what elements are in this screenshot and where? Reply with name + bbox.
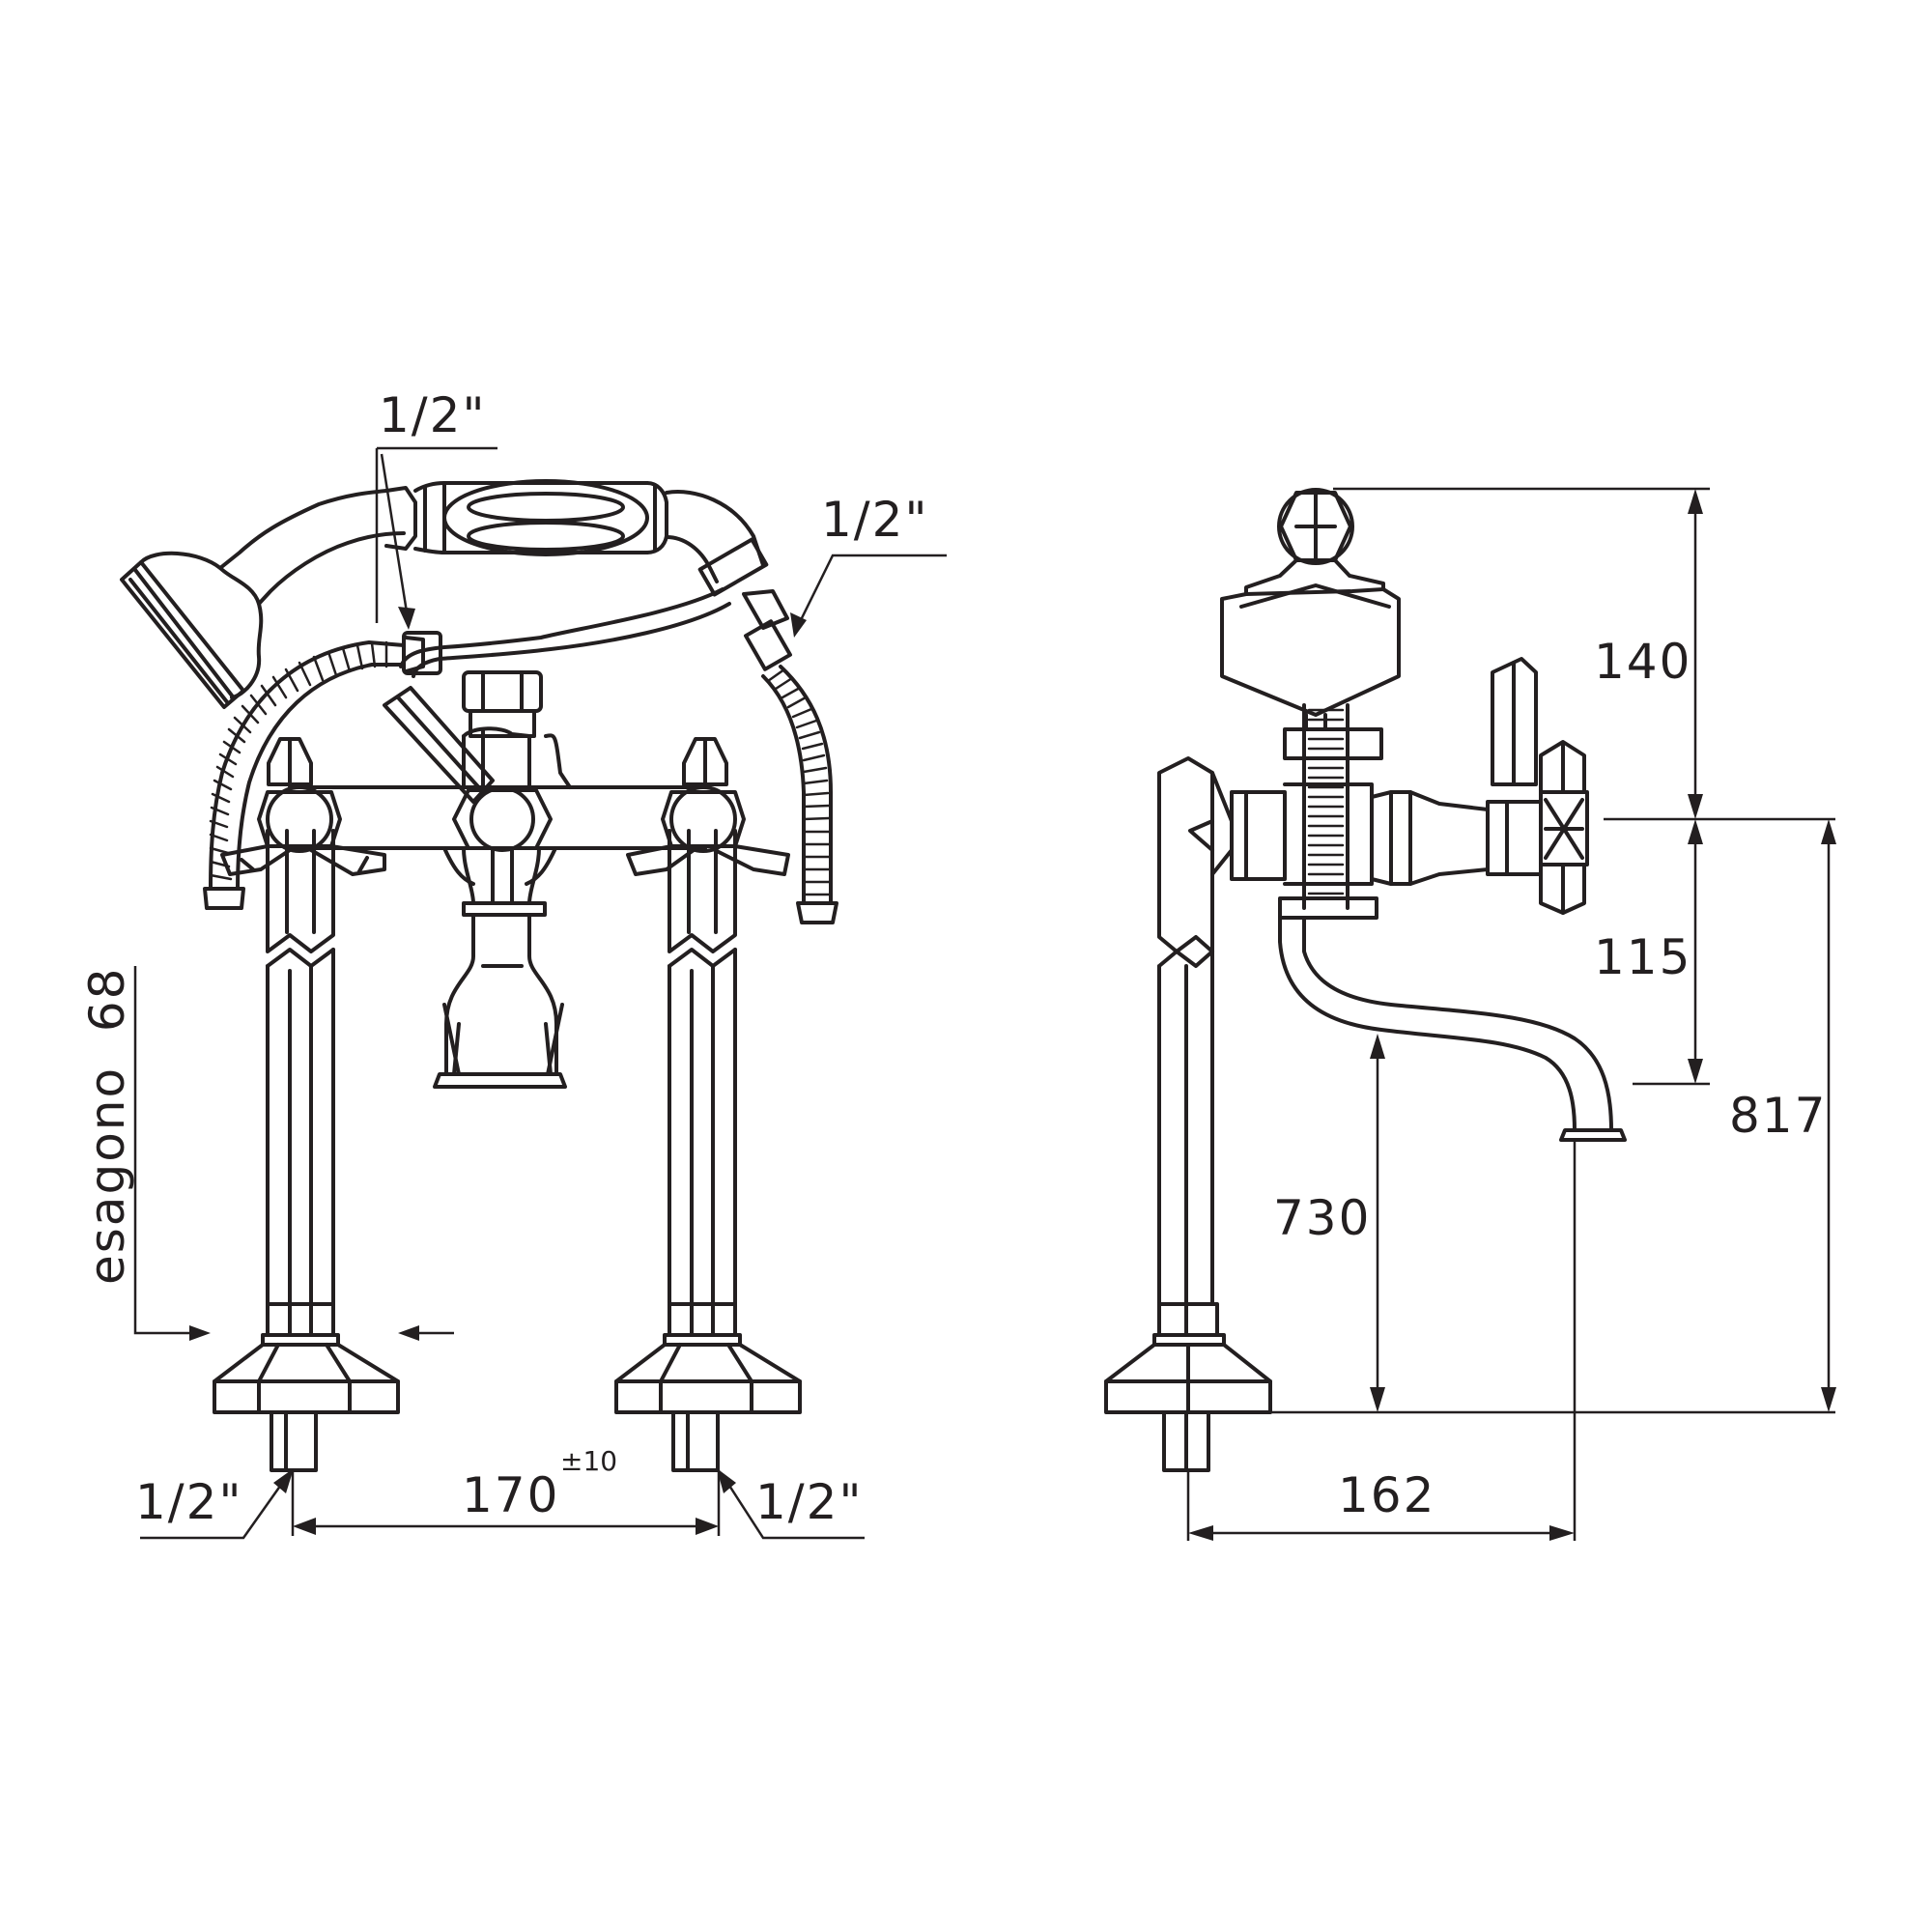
right-hose: [761, 665, 838, 924]
hose-thread-right-leader: [790, 554, 947, 638]
hex-dimension: [133, 966, 454, 1341]
dim-817: [1821, 819, 1836, 1412]
front-view: [120, 446, 947, 1540]
diverter-lever: [383, 686, 553, 852]
dim-162: [1188, 1525, 1575, 1541]
label-hose-thread-right: 1/2": [821, 492, 928, 548]
right-cross-handle: [626, 737, 790, 876]
hose-thread-top-leader: [375, 446, 497, 630]
right-leg: [614, 829, 802, 1472]
left-leg: [213, 829, 400, 1472]
label-centre-distance: 170: [462, 1467, 559, 1523]
hand-shower: [120, 479, 792, 709]
mixer-body: [288, 670, 707, 1089]
label-dim-730: 730: [1273, 1190, 1371, 1246]
inlet-thread-leaders: [140, 1468, 865, 1540]
label-dim-817: 817: [1729, 1088, 1827, 1144]
label-hex-size: esagono 68: [79, 967, 135, 1285]
side-view: [1104, 487, 1836, 1541]
label-centre-distance-tolerance: ±10: [560, 1445, 617, 1477]
label-inlet-thread-left: 1/2": [135, 1474, 242, 1530]
side-dimension-lines: [1186, 487, 1835, 1541]
centre-distance-dimension: [291, 1470, 721, 1536]
label-inlet-thread-right: 1/2": [755, 1474, 863, 1530]
left-cross-handle: [220, 737, 386, 876]
label-dim-115: 115: [1594, 929, 1691, 985]
side-leg: [1104, 756, 1272, 1472]
dim-140: [1688, 489, 1703, 819]
label-dim-162: 162: [1338, 1467, 1435, 1523]
dim-115: [1688, 819, 1703, 1084]
label-hose-thread-top: 1/2": [379, 387, 486, 443]
label-dim-140: 140: [1594, 634, 1691, 690]
left-hose: [203, 631, 442, 910]
side-body: [1188, 657, 1627, 1142]
side-handset: [1220, 488, 1401, 731]
dim-730: [1370, 1034, 1385, 1412]
